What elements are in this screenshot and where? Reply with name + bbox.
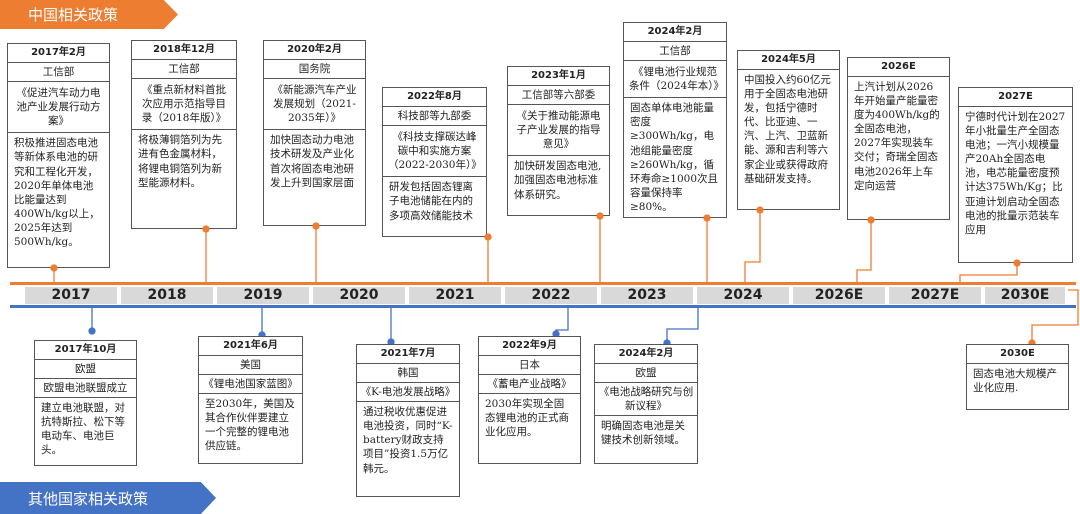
card-date: 2023年1月 xyxy=(508,67,609,86)
card-org: 工信部 xyxy=(8,63,109,82)
intl-card-2022-9: 2022年9月 日本 《蓄电产业战略》 2030年实现全固态锂电池的正式商业化应… xyxy=(478,336,581,464)
timeline-bottom-line xyxy=(10,305,1076,308)
intl-banner-label: 其他国家相关政策 xyxy=(28,489,149,508)
card-date: 2017年10月 xyxy=(35,341,136,360)
card-title: 《锂电池行业规范条件（2024年本）》 xyxy=(624,61,726,99)
card-text: 将极薄铜箔列为先进有色金属材料，将锂电铜箔列为新型能源材料。 xyxy=(138,134,222,189)
card-title: 《促进汽车动力电池产业发展行动方案》 xyxy=(8,82,109,134)
card-date: 2018年12月 xyxy=(132,41,236,60)
card-text: 加快研发固态电池,加强固态电池标准体系研究。 xyxy=(514,160,602,201)
card-date: 2017年2月 xyxy=(8,44,109,63)
card-date: 2024年2月 xyxy=(624,23,726,42)
card-text: 固态电池大规模产业化应用. xyxy=(973,367,1057,394)
card-date: 2026E xyxy=(848,58,949,77)
year-2024: 2024 xyxy=(697,287,789,304)
card-org: 日本 xyxy=(479,356,580,375)
card-org: 工信部 xyxy=(132,60,236,79)
card-date: 2020年2月 xyxy=(264,41,365,60)
card-org: 工信部 xyxy=(624,42,726,61)
card-title: 欧盟电池联盟成立 xyxy=(35,379,136,398)
card-org: 美国 xyxy=(199,356,302,375)
card-title: 《K-电池发展战略》 xyxy=(357,383,459,402)
card-org: 欧盟 xyxy=(35,360,136,379)
card-title: 《关于推动能源电子产业发展的指导意见》 xyxy=(508,105,609,157)
card-text: 加快固态动力电池技术研发及产业化首次将固态电池研发上升到国家层面 xyxy=(270,134,354,189)
card-text: 2030年实现全固态锂电池的正式商业化应用。 xyxy=(485,397,569,439)
card-org: 工信部等六部委 xyxy=(508,86,609,105)
year-2018: 2018 xyxy=(121,287,213,304)
card-text: 积极推进固态电池等新体系电池的研究和工程化开发，2020年单体电池比能量达到40… xyxy=(14,137,100,249)
card-text: 宁德时代计划在2027年小批量生产全固态电池；一汽小规模量产20Ah全固态电池，… xyxy=(965,110,1066,236)
china-card-2022-8: 2022年8月 科技部等九部委 《科技支撑碳达峰碳中和实施方案（2022-203… xyxy=(382,87,487,237)
year-2019: 2019 xyxy=(217,287,309,304)
card-text: 至2030年，美国及其合作伙伴要建立一个完整的锂电池供应链。 xyxy=(205,397,295,453)
timeline-bar: 2017 2018 2019 2020 2021 2022 2023 2024 … xyxy=(10,282,1076,308)
card-title: 《锂电池国家蓝图》 xyxy=(199,375,302,394)
year-2021: 2021 xyxy=(409,287,501,304)
year-2027e: 2027E xyxy=(889,287,981,304)
year-2030e: 2030E xyxy=(985,287,1065,304)
timeline-top-line xyxy=(10,282,1076,285)
card-date: 2024年2月 xyxy=(595,345,697,364)
card-date: 2027E xyxy=(959,88,1072,107)
card-date: 2021年6月 xyxy=(199,337,302,356)
china-card-2020: 2020年2月 国务院 《新能源汽车产业发展规划（2021-2035年）》 加快… xyxy=(263,40,366,226)
card-title: 《蓄电产业战略》 xyxy=(479,375,580,394)
china-card-2023-1: 2023年1月 工信部等六部委 《关于推动能源电子产业发展的指导意见》 加快研发… xyxy=(507,66,610,216)
intl-card-2030e: 2030E 固态电池大规模产业化应用. xyxy=(966,344,1069,410)
china-card-2018: 2018年12月 工信部 《重点新材料首批次应用示范指导目录（2018年版）》 … xyxy=(131,40,237,229)
card-date: 2021年7月 xyxy=(357,345,459,364)
card-date: 2030E xyxy=(967,345,1068,364)
year-2017: 2017 xyxy=(25,287,117,304)
card-org: 国务院 xyxy=(264,60,365,79)
year-2020: 2020 xyxy=(313,287,405,304)
year-2023: 2023 xyxy=(601,287,693,304)
china-policy-banner: 中国相关政策 xyxy=(0,0,178,29)
year-2022: 2022 xyxy=(505,287,597,304)
china-card-2026e: 2026E 上汽计划从2026年开始量产能量密度为400Wh/kg的全固态电池，… xyxy=(847,57,950,220)
intl-card-2024-2: 2024年2月 欧盟 《电池战略研究与创新议程》 明确固态电池是关键技术创新领域… xyxy=(594,344,698,464)
card-title: 《科技支撑碳达峰碳中和实施方案（2022-2030年）》 xyxy=(383,126,486,178)
card-title: 《新能源汽车产业发展规划（2021-2035年）》 xyxy=(264,79,365,131)
china-card-2024-2: 2024年2月 工信部 《锂电池行业规范条件（2024年本）》 固态单体电池能量… xyxy=(623,22,727,218)
card-date: 2022年9月 xyxy=(479,337,580,356)
card-title: 《电池战略研究与创新议程》 xyxy=(595,383,697,417)
card-text: 上汽计划从2026年开始量产能量密度为400Wh/kg的全固态电池，2027年实… xyxy=(854,80,940,192)
card-text: 通过税收优惠促进电池投资，同时“K-battery财政支持项目”投资1.5万亿韩… xyxy=(363,405,453,475)
card-text: 研发包括固态锂离子电池储能在内的多项高效储能技术 xyxy=(389,181,473,222)
card-text: 明确固态电池是关键技术创新领域。 xyxy=(601,420,685,447)
card-org: 欧盟 xyxy=(595,364,697,383)
card-org: 韩国 xyxy=(357,364,459,383)
intl-card-2021-6: 2021年6月 美国 《锂电池国家蓝图》 至2030年，美国及其合作伙伴要建立一… xyxy=(198,336,303,464)
card-text: 固态单体电池能量密度≥300Wh/kg，电池组能量密度≥260Wh/kg，循环寿… xyxy=(630,102,719,214)
card-org: 科技部等九部委 xyxy=(383,107,486,126)
intl-policy-banner: 其他国家相关政策 xyxy=(0,482,216,514)
china-card-2017: 2017年2月 工信部 《促进汽车动力电池产业发展行动方案》 积极推进固态电池等… xyxy=(7,43,110,268)
china-banner-label: 中国相关政策 xyxy=(28,6,119,24)
intl-card-2021-7: 2021年7月 韩国 《K-电池发展战略》 通过税收优惠促进电池投资，同时“K-… xyxy=(356,344,460,497)
card-date: 2024年5月 xyxy=(738,51,839,70)
card-text: 建立电池联盟，对抗特斯拉、松下等电动车、电池巨头。 xyxy=(41,401,125,457)
china-card-2027e: 2027E 宁德时代计划在2027年小批量生产全固态电池；一汽小规模量产20Ah… xyxy=(958,87,1073,263)
card-date: 2022年8月 xyxy=(383,88,486,107)
china-card-2024-5: 2024年5月 中国投入约60亿元用于全固态电池研发，包括宁德时代、比亚迪、一汽… xyxy=(737,50,840,210)
card-text: 中国投入约60亿元用于全固态电池研发，包括宁德时代、比亚迪、一汽、上汽、卫蓝新能… xyxy=(744,73,831,185)
intl-card-2017-10: 2017年10月 欧盟 欧盟电池联盟成立 建立电池联盟，对抗特斯拉、松下等电动车… xyxy=(34,340,137,466)
card-title: 《重点新材料首批次应用示范指导目录（2018年版）》 xyxy=(132,79,236,131)
year-2026e: 2026E xyxy=(793,287,885,304)
